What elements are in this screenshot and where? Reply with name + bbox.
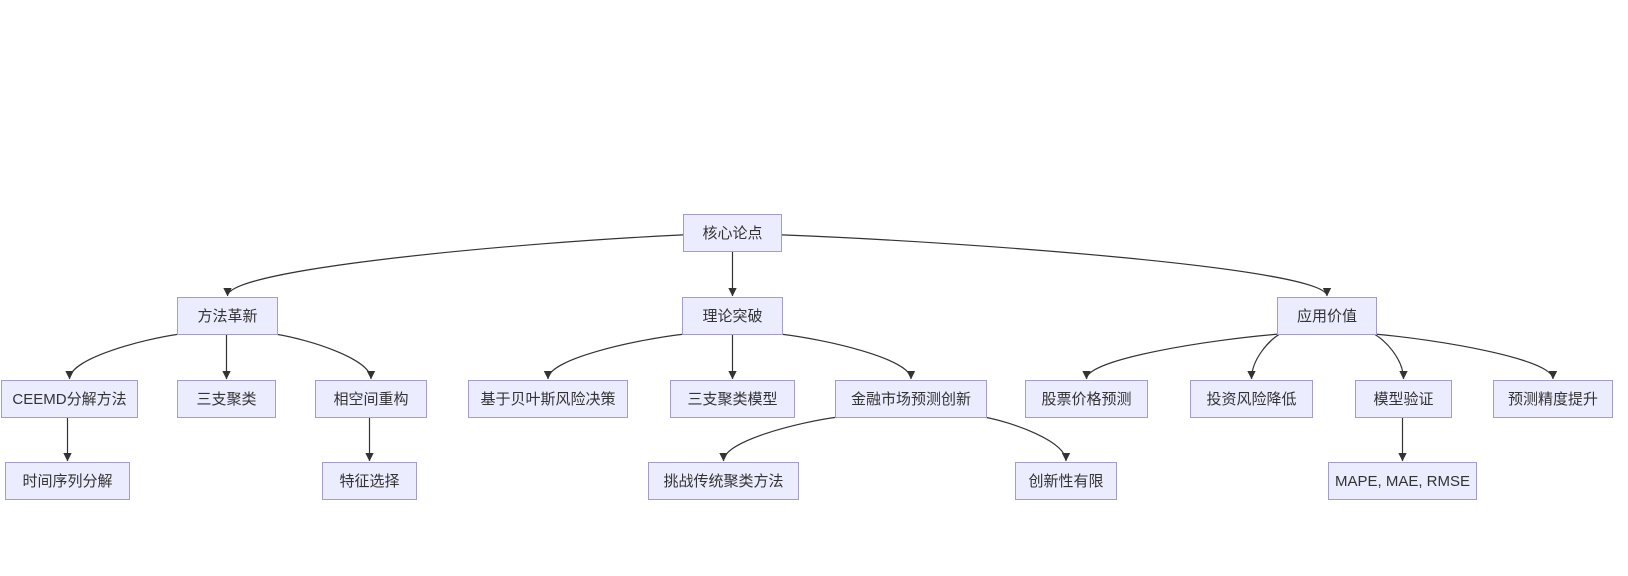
node-feature-selection: 特征选择 bbox=[322, 462, 417, 500]
node-time-series-decomposition: 时间序列分解 bbox=[5, 462, 130, 500]
edge-root-to-method bbox=[223, 234, 684, 297]
node-ceemd-decomposition: CEEMD分解方法 bbox=[1, 380, 138, 418]
edge-application-to-stock_pred bbox=[1082, 333, 1281, 380]
edge-application-to-accuracy bbox=[1373, 333, 1558, 380]
node-evaluation-metrics: MAPE, MAE, RMSE bbox=[1328, 462, 1477, 500]
node-model-validation: 模型验证 bbox=[1355, 380, 1452, 418]
edge-method-to-ceemd bbox=[65, 333, 181, 380]
edge-application-to-model_valid bbox=[1373, 333, 1408, 380]
node-investment-risk-reduction: 投资风险降低 bbox=[1190, 380, 1313, 418]
node-method-innovation: 方法革新 bbox=[177, 297, 278, 335]
node-three-way-clustering-model: 三支聚类模型 bbox=[670, 380, 795, 418]
edge-fin_innovation-to-limited_novelty bbox=[983, 416, 1071, 462]
edge-fin_innovation-to-challenge bbox=[719, 416, 839, 462]
node-bayesian-risk-decision: 基于贝叶斯风险决策 bbox=[468, 380, 628, 418]
edge-root-to-application bbox=[781, 234, 1332, 297]
edge-application-to-risk_reduce bbox=[1247, 333, 1281, 380]
edge-theory-to-bayes bbox=[543, 333, 686, 380]
edges bbox=[63, 234, 1558, 462]
edge-method-to-phase_space bbox=[274, 333, 376, 380]
node-three-way-clustering: 三支聚类 bbox=[177, 380, 276, 418]
node-application-value: 应用价值 bbox=[1277, 297, 1377, 335]
node-phase-space-reconstruction: 相空间重构 bbox=[315, 380, 427, 418]
node-core-thesis: 核心论点 bbox=[683, 214, 782, 252]
node-forecast-accuracy-improvement: 预测精度提升 bbox=[1493, 380, 1613, 418]
node-stock-price-prediction: 股票价格预测 bbox=[1025, 380, 1148, 418]
node-financial-forecast-innovation: 金融市场预测创新 bbox=[835, 380, 987, 418]
node-theory-breakthrough: 理论突破 bbox=[682, 297, 783, 335]
node-limited-novelty: 创新性有限 bbox=[1015, 462, 1117, 500]
node-challenge-traditional-clustering: 挑战传统聚类方法 bbox=[648, 462, 799, 500]
edge-theory-to-fin_innovation bbox=[779, 333, 916, 380]
